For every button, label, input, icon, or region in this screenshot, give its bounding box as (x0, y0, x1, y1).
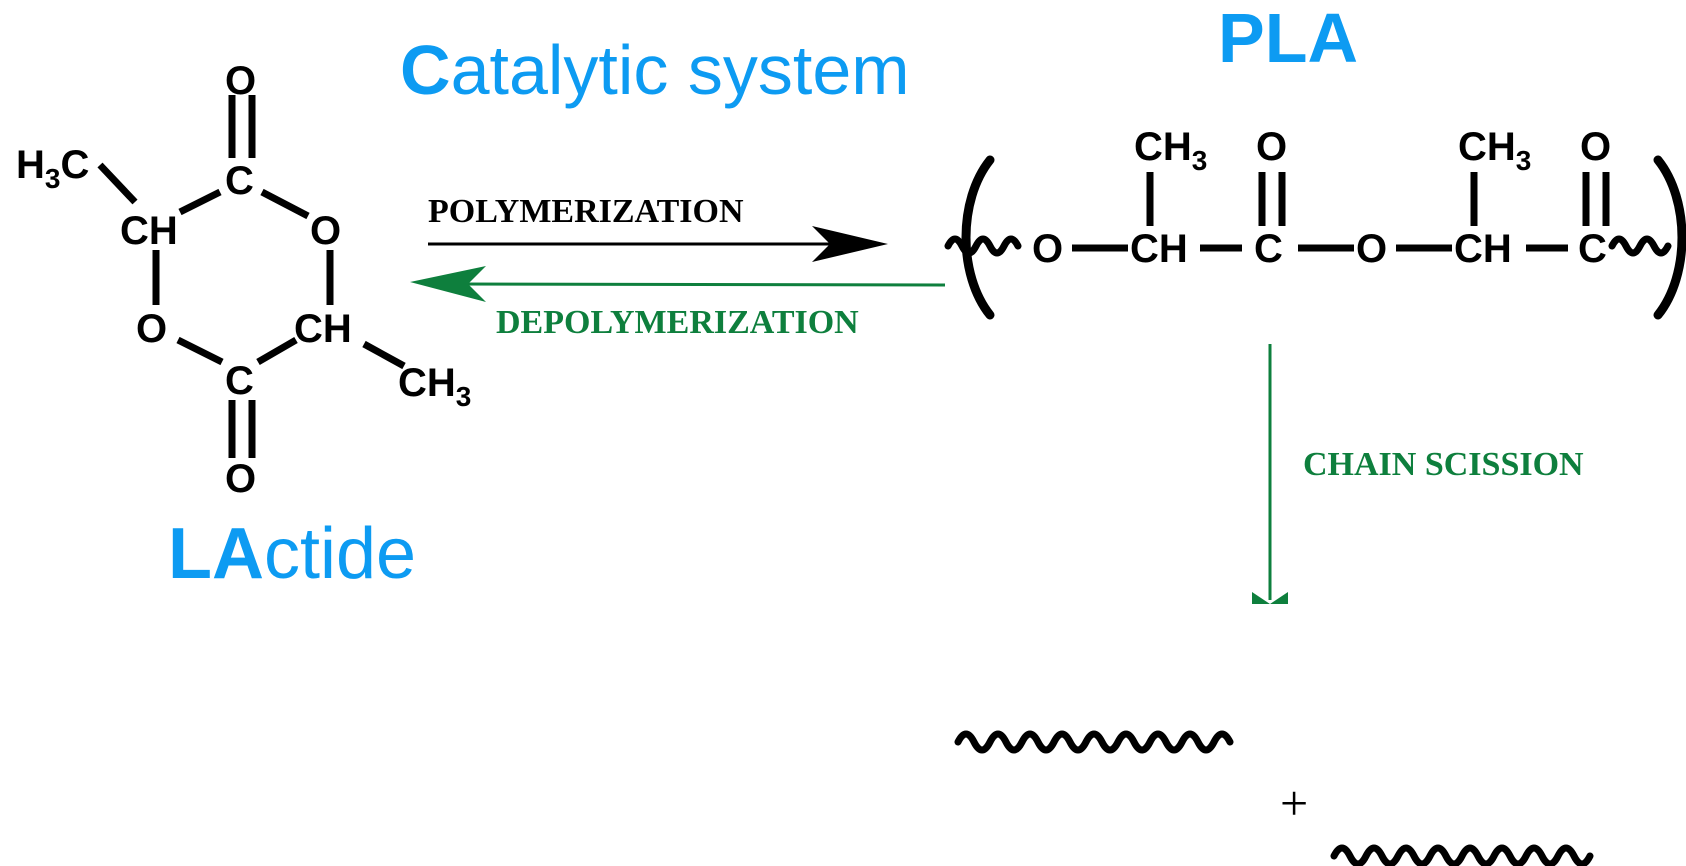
scission-products: + (954, 730, 1594, 866)
bond-h3c-chleft (97, 162, 138, 205)
pla-atom-c1: C (1254, 227, 1283, 271)
lactide-label: LActide (168, 514, 416, 594)
polymerization-label: POLYMERIZATION (428, 193, 744, 230)
bond-ctop-oright (260, 188, 310, 220)
pla-atom-ch3-1: CH3 (1134, 125, 1207, 176)
pla-atom-c2: C (1578, 227, 1607, 271)
depolymerization-label: DEPOLYMERIZATION (496, 304, 859, 341)
left-chain-squiggle (944, 235, 1022, 257)
pla-atom-o2: O (1356, 227, 1387, 271)
atom-o-left: O (136, 307, 167, 351)
bond-oleft-cbottom (176, 336, 224, 366)
fragment-chain-2 (1330, 844, 1594, 866)
pla-atom-o-top1: O (1256, 125, 1287, 169)
pla-repeat-unit: O CH C O CH C CH3 O CH3 O (944, 125, 1686, 320)
atom-o-top: O (225, 59, 256, 103)
left-parenthesis (961, 155, 995, 320)
pla-title: PLA (1218, 0, 1358, 77)
atom-o-bottom: O (225, 457, 256, 501)
depolymerization-arrow: DEPOLYMERIZATION (410, 266, 946, 341)
right-parenthesis (1653, 155, 1686, 320)
atom-c-bottom: C (225, 359, 254, 403)
catalytic-system-label: Catalytic system (400, 31, 910, 109)
atom-o-right: O (310, 209, 341, 253)
atom-h3c: H3C (16, 143, 89, 194)
pla-atom-ch1: CH (1130, 227, 1188, 271)
polymerization-arrow: POLYMERIZATION (428, 193, 888, 262)
chain-scission-arrow: CHAIN SCISSION (1252, 344, 1584, 604)
fragment-chain-1 (954, 730, 1234, 754)
atom-ch-left: CH (120, 209, 178, 253)
pla-atom-ch3-2: CH3 (1458, 125, 1531, 176)
lactide-molecule: O C H3C CH O O CH C CH3 O (16, 59, 471, 501)
right-chain-squiggle (1608, 235, 1672, 257)
chain-scission-label: CHAIN SCISSION (1303, 446, 1584, 483)
pla-atom-ch2: CH (1454, 227, 1512, 271)
plus-sign: + (1280, 775, 1308, 831)
atom-c-top: C (225, 159, 254, 203)
atom-ch-right: CH (294, 307, 352, 351)
atom-ch3-right: CH3 (398, 361, 471, 412)
pla-atom-o1: O (1032, 227, 1063, 271)
bond-chright-ch3 (362, 340, 406, 370)
bond-chright-cbottom (256, 336, 298, 366)
pla-atom-o-top2: O (1580, 125, 1611, 169)
bond-ctop-chleft (178, 188, 222, 216)
